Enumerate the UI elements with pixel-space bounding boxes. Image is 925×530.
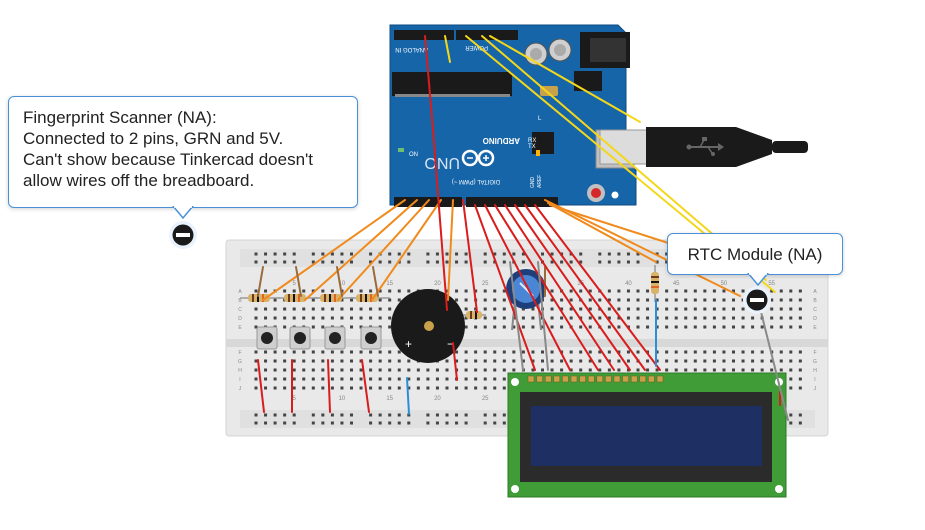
column-number: 15 [386,396,393,402]
column-number: 5 [293,281,297,287]
arduino-logo-icon [461,149,495,167]
on-led-label: ON [409,152,418,158]
row-letter: G [813,359,817,365]
rx-led-label: RX [528,138,536,144]
row-letter: A [238,289,242,295]
push-button[interactable] [256,326,278,350]
row-letter: E [813,325,817,331]
row-letter: D [238,316,242,322]
resistor[interactable] [462,311,486,319]
buzzer-minus-label: − [447,337,454,351]
arduino-model-label: UNO [424,154,460,171]
resistor[interactable] [651,265,659,302]
usb-cable[interactable] [599,127,808,167]
note-line: Connected to 2 pins, GRN and 5V. [23,129,284,148]
row-letter: I [814,377,815,383]
column-number: 5 [293,396,297,402]
column-number: 15 [386,281,393,287]
column-number: 20 [434,281,441,287]
note-line: Can't show because Tinkercad doesn't [23,150,313,169]
fingerprint-note-marker[interactable] [169,221,197,249]
buzzer-plus-label: + [405,337,412,351]
column-number: 45 [673,281,680,287]
column-number: 20 [434,396,441,402]
arduino-brand-label: ARDUINO [483,136,520,145]
digital-section-label: DIGITAL (PWM ~) [452,178,500,184]
callout-tail [172,206,194,220]
lcd-header-pins [527,375,664,383]
push-button[interactable] [360,326,382,350]
push-button[interactable] [289,326,311,350]
analog-section-label: ANALOG IN [395,46,428,52]
row-letter: B [238,298,242,304]
aref-pin-label: AREF [537,175,543,188]
column-number: 40 [625,281,632,287]
row-letter: F [238,350,241,356]
fingerprint-scanner-note[interactable]: Fingerprint Scanner (NA): Connected to 2… [8,96,358,208]
row-letter: J [239,386,242,392]
usb-plug-icon [686,137,724,156]
resistor[interactable] [314,294,354,302]
row-letter: I [239,377,240,383]
row-letter: J [814,386,817,392]
row-letter: H [238,368,242,374]
column-number: 10 [339,396,346,402]
note-text: RTC Module (NA) [687,245,823,264]
lcd-display[interactable] [507,372,787,498]
arduino-uno-board[interactable]: ON UNO ARDUINO POWER ANALOG IN DIGITAL (… [381,24,637,207]
column-number: 10 [339,281,346,287]
resistor[interactable] [240,294,280,302]
column-number: 50 [721,281,728,287]
row-letter: D [813,316,817,322]
gnd-pin-label: GND [530,177,536,189]
note-line: allow wires off the breadboard. [23,171,255,190]
row-letter: C [813,307,817,313]
row-letter: G [238,359,242,365]
l-led-label: L [538,116,542,122]
column-number: 55 [768,281,775,287]
row-letter: F [813,350,816,356]
column-number: 35 [577,281,584,287]
column-number: 25 [482,281,489,287]
row-letter: E [238,325,242,331]
rtc-module-note[interactable]: RTC Module (NA) [667,233,843,275]
row-letter: A [813,289,817,295]
note-line: Fingerprint Scanner (NA): [23,108,217,127]
callout-tail [747,273,769,287]
tx-led-label: TX [528,144,536,150]
row-letter: B [813,298,817,304]
rtc-note-marker[interactable] [743,286,771,314]
column-number: 25 [482,396,489,402]
push-button[interactable] [324,326,346,350]
row-letter: H [813,368,817,374]
push-buttons[interactable] [256,326,382,350]
power-section-label: POWER [465,44,488,50]
row-letter: C [238,307,242,313]
